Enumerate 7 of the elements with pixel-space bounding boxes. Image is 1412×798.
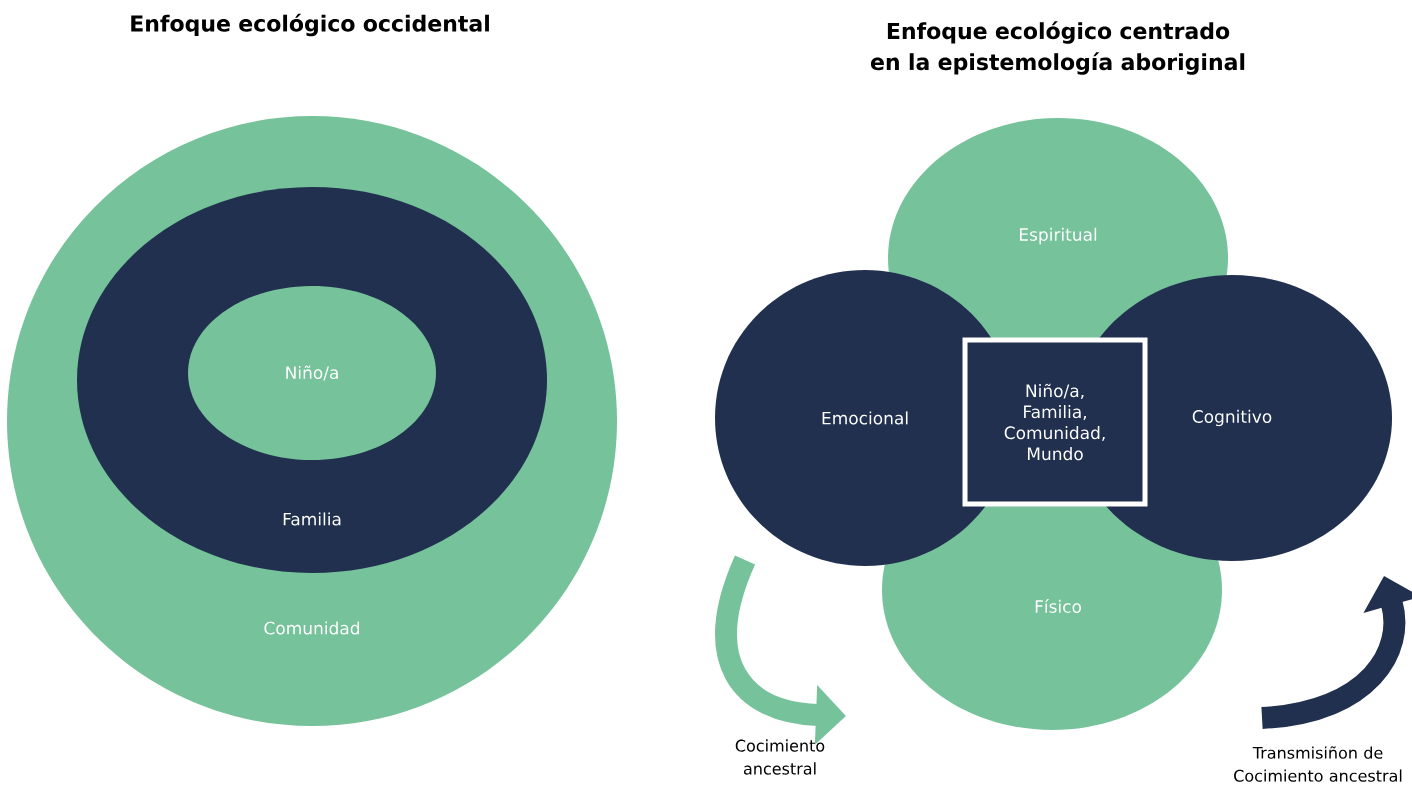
- arrow-caption: Transmisiñon de Cocimiento ancestral: [1234, 746, 1402, 782]
- square-box: Niño/a, Familia, Comunidad, Mundo: [962, 337, 1148, 507]
- heading: Enfoque ecológico centrado en la epistemología aboriginal: [870, 21, 1245, 75]
- node-label: Emocional: [822, 411, 908, 425]
- node-label: Cognitivo: [1192, 409, 1272, 427]
- heading: Enfoque ecológico occidental: [131, 13, 489, 37]
- arrow-caption: Cocimiento ancestral: [735, 739, 825, 775]
